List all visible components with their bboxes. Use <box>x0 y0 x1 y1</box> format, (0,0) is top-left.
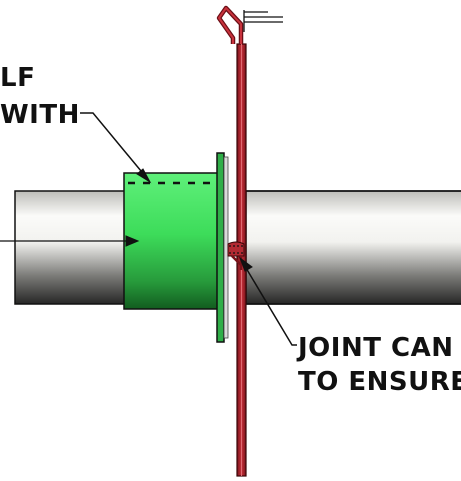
sleeve-flange <box>216 152 229 343</box>
callout-top-left-line1: LF <box>0 63 35 93</box>
callout-top-left-line2: WITH <box>0 100 80 130</box>
pipe-left <box>14 190 128 305</box>
pipe-wall-joint <box>227 241 245 270</box>
leader-top-left <box>80 112 147 178</box>
leader-bottom-right <box>245 267 297 346</box>
leader-middle-left-arrowhead <box>125 235 140 247</box>
callout-bottom-right-line2: TO ENSURE <box>298 367 461 397</box>
top-hanger <box>216 5 283 44</box>
leader-top-left-arrowhead <box>136 168 152 184</box>
callout-bottom-right-line1: JOINT CAN <box>296 333 453 363</box>
leader-lines <box>0 112 297 346</box>
leader-bottom-right-arrowhead <box>238 256 253 272</box>
pipe-right <box>245 190 461 305</box>
